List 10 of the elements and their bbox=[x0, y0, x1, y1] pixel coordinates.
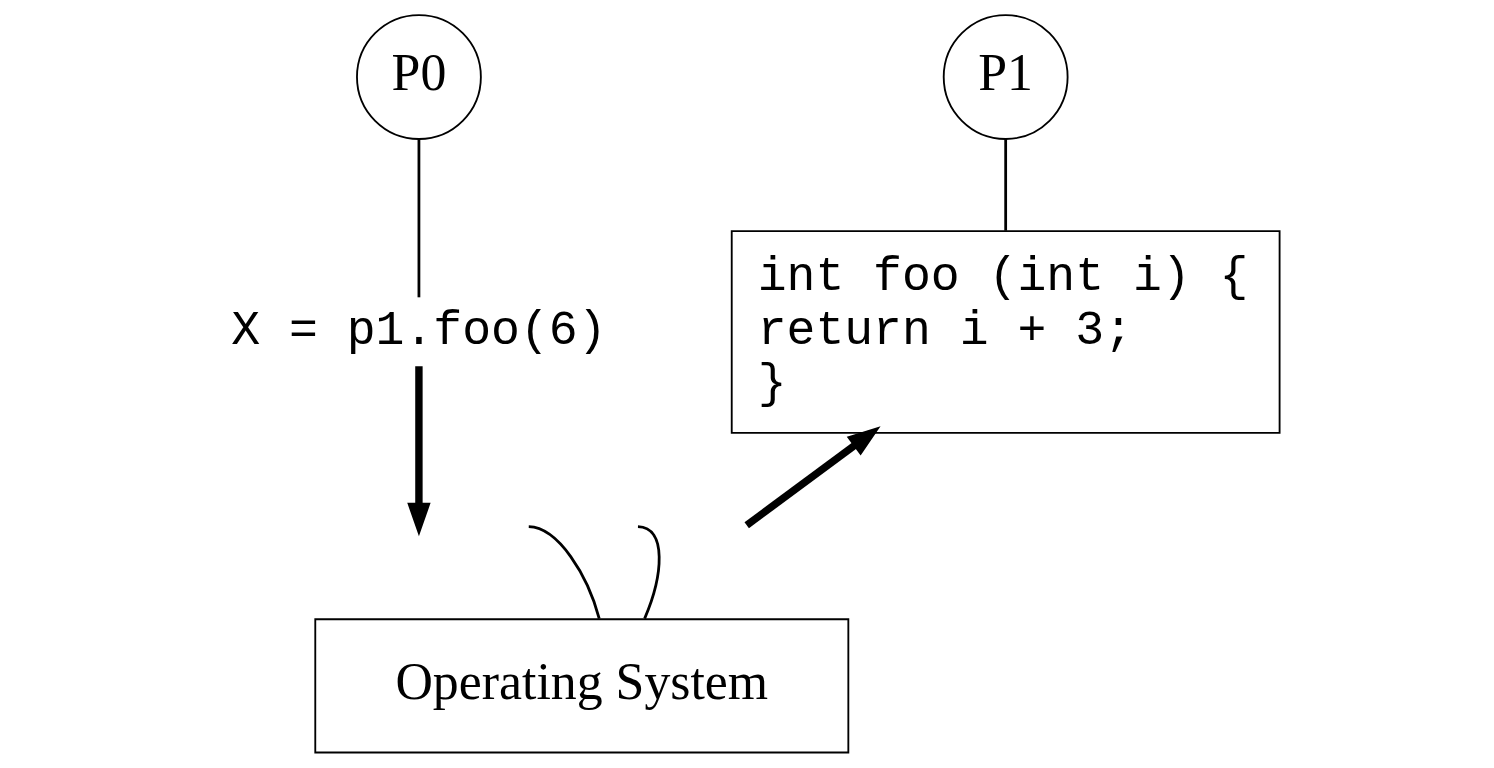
node-circle: P1 bbox=[942, 14, 1069, 140]
connector bbox=[637, 525, 661, 620]
node-text: X = p1.foo(6) bbox=[231, 303, 607, 358]
node-circle: P0 bbox=[356, 14, 482, 140]
connector bbox=[417, 139, 421, 298]
node-box: int foo (int i) { return i + 3; } bbox=[730, 230, 1281, 434]
arrow bbox=[744, 426, 881, 529]
node-box: Operating System bbox=[314, 618, 850, 754]
connector bbox=[1004, 139, 1008, 231]
connector bbox=[528, 525, 601, 619]
